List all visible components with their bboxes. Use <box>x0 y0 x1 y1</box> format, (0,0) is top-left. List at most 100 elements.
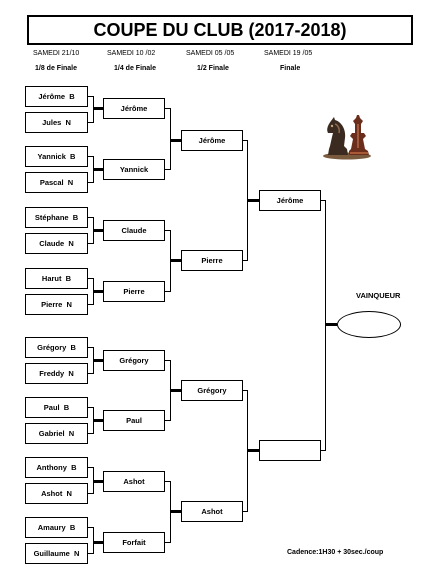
player-color: B <box>69 523 76 532</box>
quarter-final-player: Ashot <box>103 471 165 492</box>
bracket-line <box>243 511 248 512</box>
round-16-player: Amaury B <box>25 517 88 538</box>
bracket-line <box>88 243 94 244</box>
bracket-line <box>88 304 94 305</box>
bracket-line <box>88 347 94 348</box>
semi-final-player: Grégory <box>181 380 243 401</box>
player-color: B <box>71 463 77 472</box>
quarter-final-player: Pierre <box>103 281 165 302</box>
round-16-player: Pierre N <box>25 294 88 315</box>
round-16-player: Freddy N <box>25 363 88 384</box>
bracket-line <box>165 291 171 292</box>
round-16-player: Anthony B <box>25 457 88 478</box>
bracket-line <box>165 230 171 231</box>
round-16-player: Grégory B <box>25 337 88 358</box>
bracket-line <box>93 480 103 483</box>
player-name: Ashot <box>41 489 63 498</box>
bracket-line <box>88 278 94 279</box>
semi-final-player: Pierre <box>181 250 243 271</box>
bracket-line <box>88 407 94 408</box>
quarter-final-player: Forfait <box>103 532 165 553</box>
player-name: Grégory <box>37 343 67 352</box>
bracket-line <box>88 182 94 183</box>
winner-oval <box>337 311 401 338</box>
bracket-line <box>88 493 94 494</box>
semi-final-player: Ashot <box>181 501 243 522</box>
player-name: Stéphane <box>34 213 69 222</box>
round-16-player: Harut B <box>25 268 88 289</box>
round-label-16: 1/8 de Finale <box>35 65 78 72</box>
round-16-player: Stéphane B <box>25 207 88 228</box>
bracket-line <box>321 450 326 451</box>
player-color: N <box>68 429 75 438</box>
winner-label: VAINQUEUR <box>356 291 401 300</box>
final-player <box>259 440 321 461</box>
bracket-line <box>88 373 94 374</box>
bracket-line <box>165 108 171 109</box>
round-16-player: Guillaume N <box>25 543 88 564</box>
round-label-semi: 1/2 Finale <box>197 65 229 72</box>
quarter-final-player: Claude <box>103 220 165 241</box>
bracket-line <box>170 389 181 392</box>
bracket-line <box>165 481 171 482</box>
bracket-line <box>165 360 171 361</box>
bracket-line <box>93 527 94 554</box>
player-color: B <box>65 274 72 283</box>
bracket-line <box>243 390 248 391</box>
bracket-line <box>93 290 103 293</box>
bracket-line <box>88 122 94 123</box>
bracket-line <box>170 510 181 513</box>
player-color: N <box>68 239 74 248</box>
player-color: N <box>66 489 72 498</box>
bracket-line <box>88 433 94 434</box>
cadence-note: Cadence:1H30 + 30sec./coup <box>287 549 384 556</box>
player-name: Jules <box>42 118 62 127</box>
page-title: COUPE DU CLUB (2017-2018) <box>27 15 413 45</box>
player-name: Gabriel <box>38 429 65 438</box>
player-color: N <box>65 118 71 127</box>
round-label-final: Finale <box>280 65 301 72</box>
round-16-player: Yannick B <box>25 146 88 167</box>
bracket-line <box>165 542 171 543</box>
bracket-line <box>325 323 337 326</box>
player-name: Paul <box>43 403 60 412</box>
date-semi: SAMEDI 05 /05 <box>186 50 235 57</box>
quarter-final-player: Yannick <box>103 159 165 180</box>
quarter-final-player: Paul <box>103 410 165 431</box>
player-name: Harut <box>41 274 62 283</box>
bracket-line <box>93 419 103 422</box>
final-player: Jérôme <box>259 190 321 211</box>
bracket-line <box>247 449 259 452</box>
player-name: Pascal <box>39 178 64 187</box>
bracket-line <box>88 527 94 528</box>
bracket-line <box>88 467 94 468</box>
player-name: Amaury <box>37 523 66 532</box>
player-name: Freddy <box>39 369 65 378</box>
bracket-line <box>170 259 181 262</box>
player-color: N <box>68 369 74 378</box>
round-16-player: Claude N <box>25 233 88 254</box>
player-color: B <box>70 152 76 161</box>
round-16-player: Gabriel N <box>25 423 88 444</box>
player-name: Jérôme <box>38 92 66 101</box>
bracket-line <box>93 541 103 544</box>
player-color: B <box>63 403 70 412</box>
player-color: B <box>69 92 75 101</box>
bracket-line <box>243 260 248 261</box>
player-color: N <box>66 300 72 309</box>
bracket-line <box>88 217 94 218</box>
round-16-player: Jérôme B <box>25 86 88 107</box>
bracket-line <box>88 156 94 157</box>
bracket-line <box>165 169 171 170</box>
bracket-line <box>321 200 326 201</box>
bracket-line <box>165 420 171 421</box>
bracket-line <box>247 199 259 202</box>
player-name: Yannick <box>37 152 66 161</box>
semi-final-player: Jérôme <box>181 130 243 151</box>
round-label-quarter: 1/4 de Finale <box>114 65 157 72</box>
date-final: SAMEDI 19 /05 <box>264 50 313 57</box>
player-name: Claude <box>39 239 65 248</box>
player-color: N <box>74 549 80 558</box>
bracket-line <box>93 107 103 110</box>
round-16-player: Jules N <box>25 112 88 133</box>
